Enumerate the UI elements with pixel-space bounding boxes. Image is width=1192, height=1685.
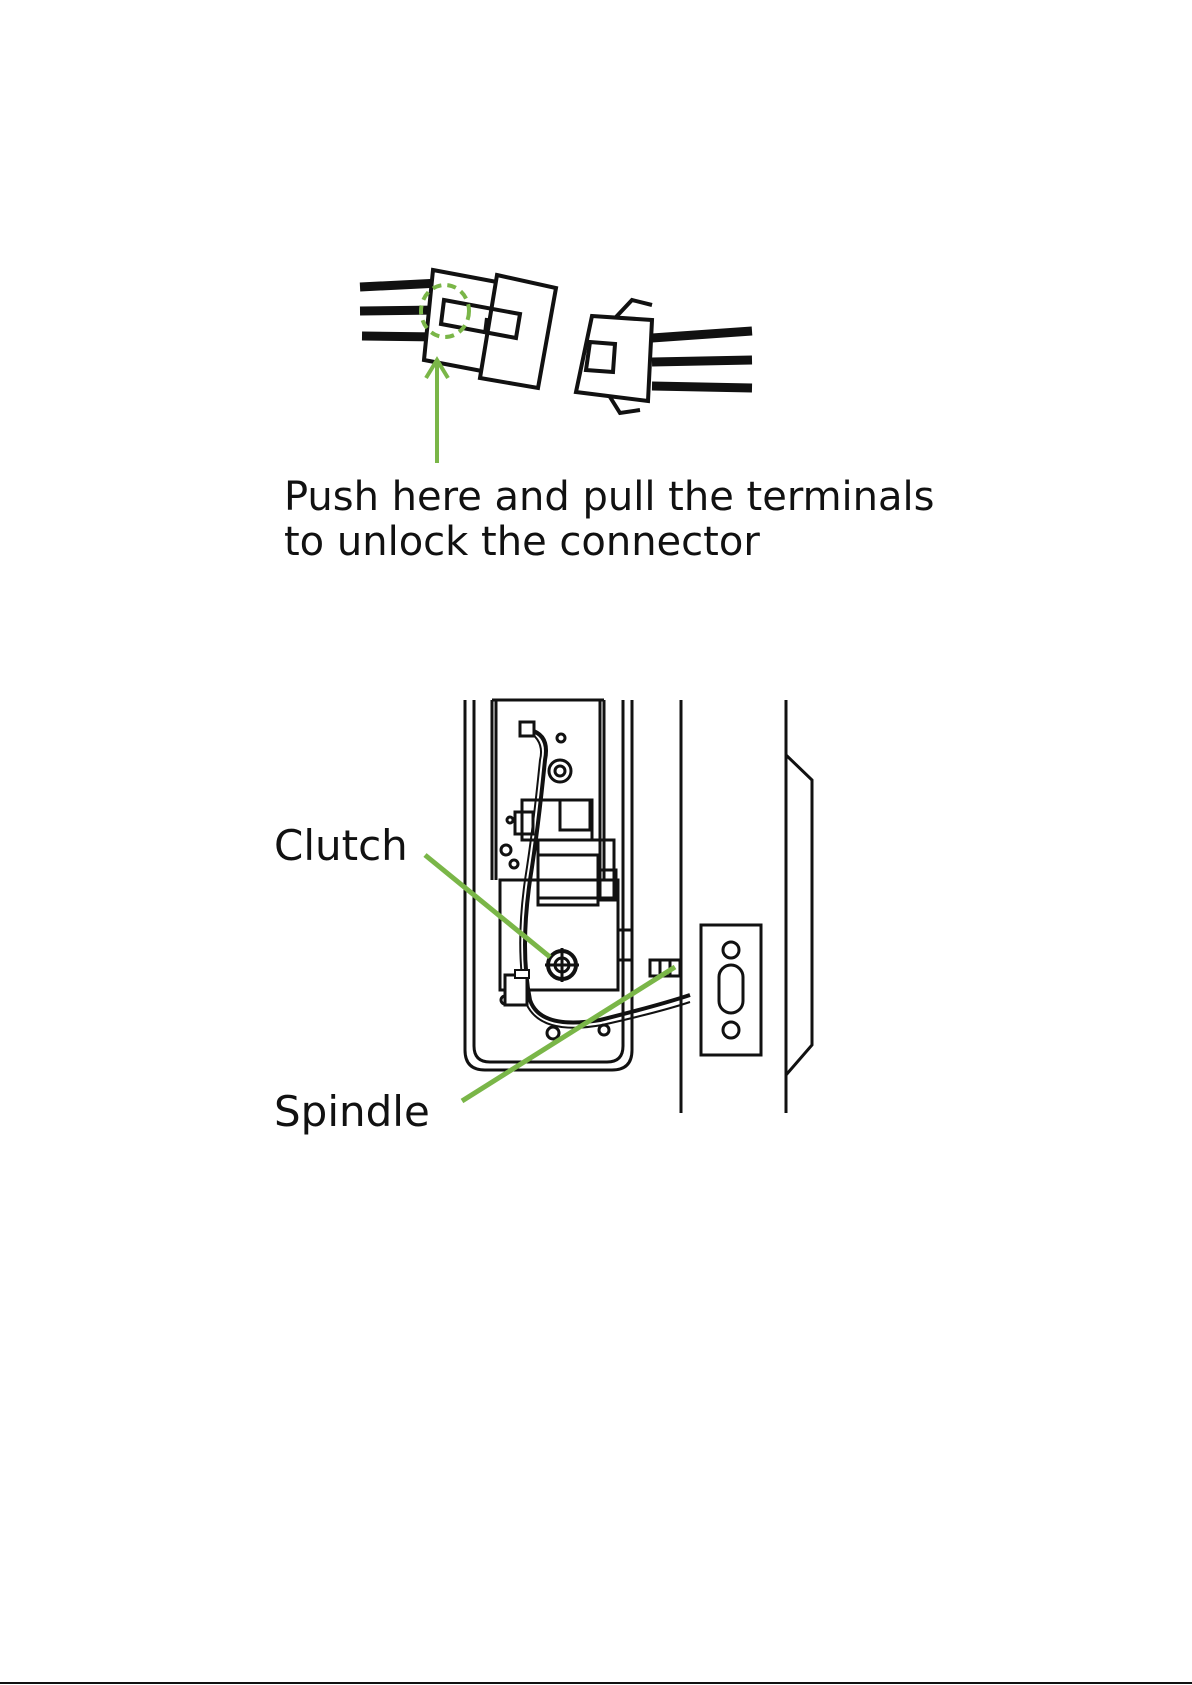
top-knob: [549, 760, 571, 782]
latch-pointer-arrow: [426, 360, 448, 463]
lock-body-outline: [465, 700, 632, 1070]
door-jamb: [786, 755, 812, 1075]
connector-caption-line-2: to unlock the connector: [284, 519, 760, 565]
spindle-pointer-line: [462, 967, 675, 1101]
cable-top-clip: [520, 722, 534, 736]
spindle-label: Spindle: [274, 1087, 430, 1136]
strike-plate: [701, 925, 761, 1055]
internal-connector: [505, 975, 527, 1005]
lock-interior-illustration: [465, 700, 812, 1113]
right-wire-bundle: [652, 331, 752, 388]
connector-caption-line-1: Push here and pull the terminals: [284, 474, 934, 520]
clutch-gear: [545, 948, 579, 982]
connector-illustration: Push here and pull the terminals to unlo…: [284, 270, 934, 565]
right-connector-housing: [576, 300, 652, 413]
clutch-label: Clutch: [274, 821, 408, 870]
